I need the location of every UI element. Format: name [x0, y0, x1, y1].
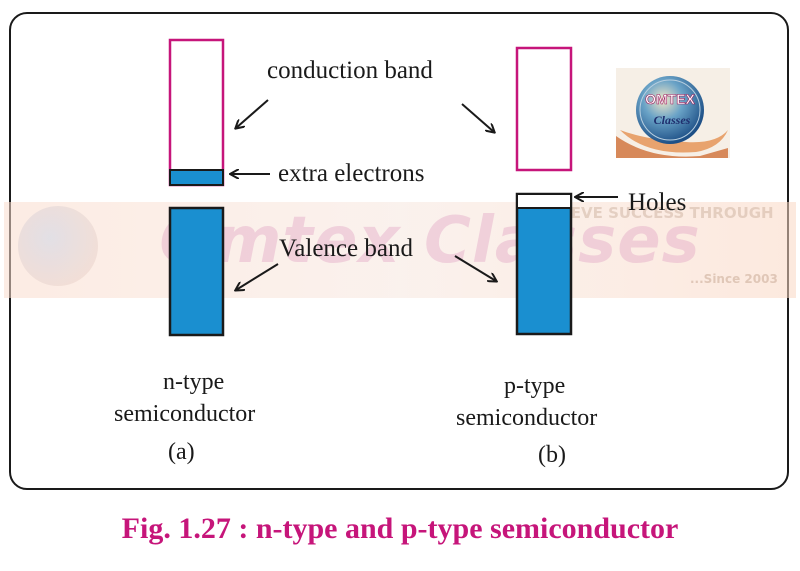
logo-text-top: OMTEX [645, 91, 695, 107]
n-extra-electrons-fill [169, 169, 224, 186]
n-conduction-band [168, 38, 225, 187]
arrow-to-p-valence [454, 255, 496, 281]
n-valence-band [168, 206, 225, 337]
watermark-tagline: ACHIEVE SUCCESS THROUGH [530, 204, 774, 222]
p-type-semiconductor-label: semiconductor [456, 405, 598, 431]
p-type-label: p-type [504, 373, 566, 399]
extra-electrons-label: extra electrons [278, 160, 425, 187]
p-type-tag: (b) [538, 442, 566, 468]
watermark-since: ...Since 2003 [690, 272, 778, 286]
n-type-label: n-type [163, 369, 225, 395]
p-holes-region [516, 193, 572, 209]
valence-band-label: Valence band [279, 235, 413, 262]
watermark-brand: Omtex Classes [159, 204, 701, 278]
arrow-to-n-valence [236, 263, 279, 290]
logo-text-bottom: Classes [654, 113, 691, 127]
arrow-to-p-conduction [461, 103, 494, 132]
watermark-band [4, 202, 796, 298]
arrow-to-n-conduction [236, 99, 269, 128]
omtex-logo: OMTEX Classes [616, 68, 730, 158]
omtex-globe-icon: OMTEX Classes [616, 76, 728, 158]
watermark-logo-icon [18, 206, 98, 286]
holes-label: Holes [628, 189, 687, 216]
p-valence-band [515, 192, 573, 336]
n-type-tag: (a) [168, 439, 195, 465]
figure-caption: Fig. 1.27 : n-type and p-type semiconduc… [121, 512, 679, 545]
p-conduction-band [515, 46, 573, 172]
n-type-semiconductor-label: semiconductor [114, 401, 256, 427]
conduction-band-label: conduction band [267, 57, 433, 84]
